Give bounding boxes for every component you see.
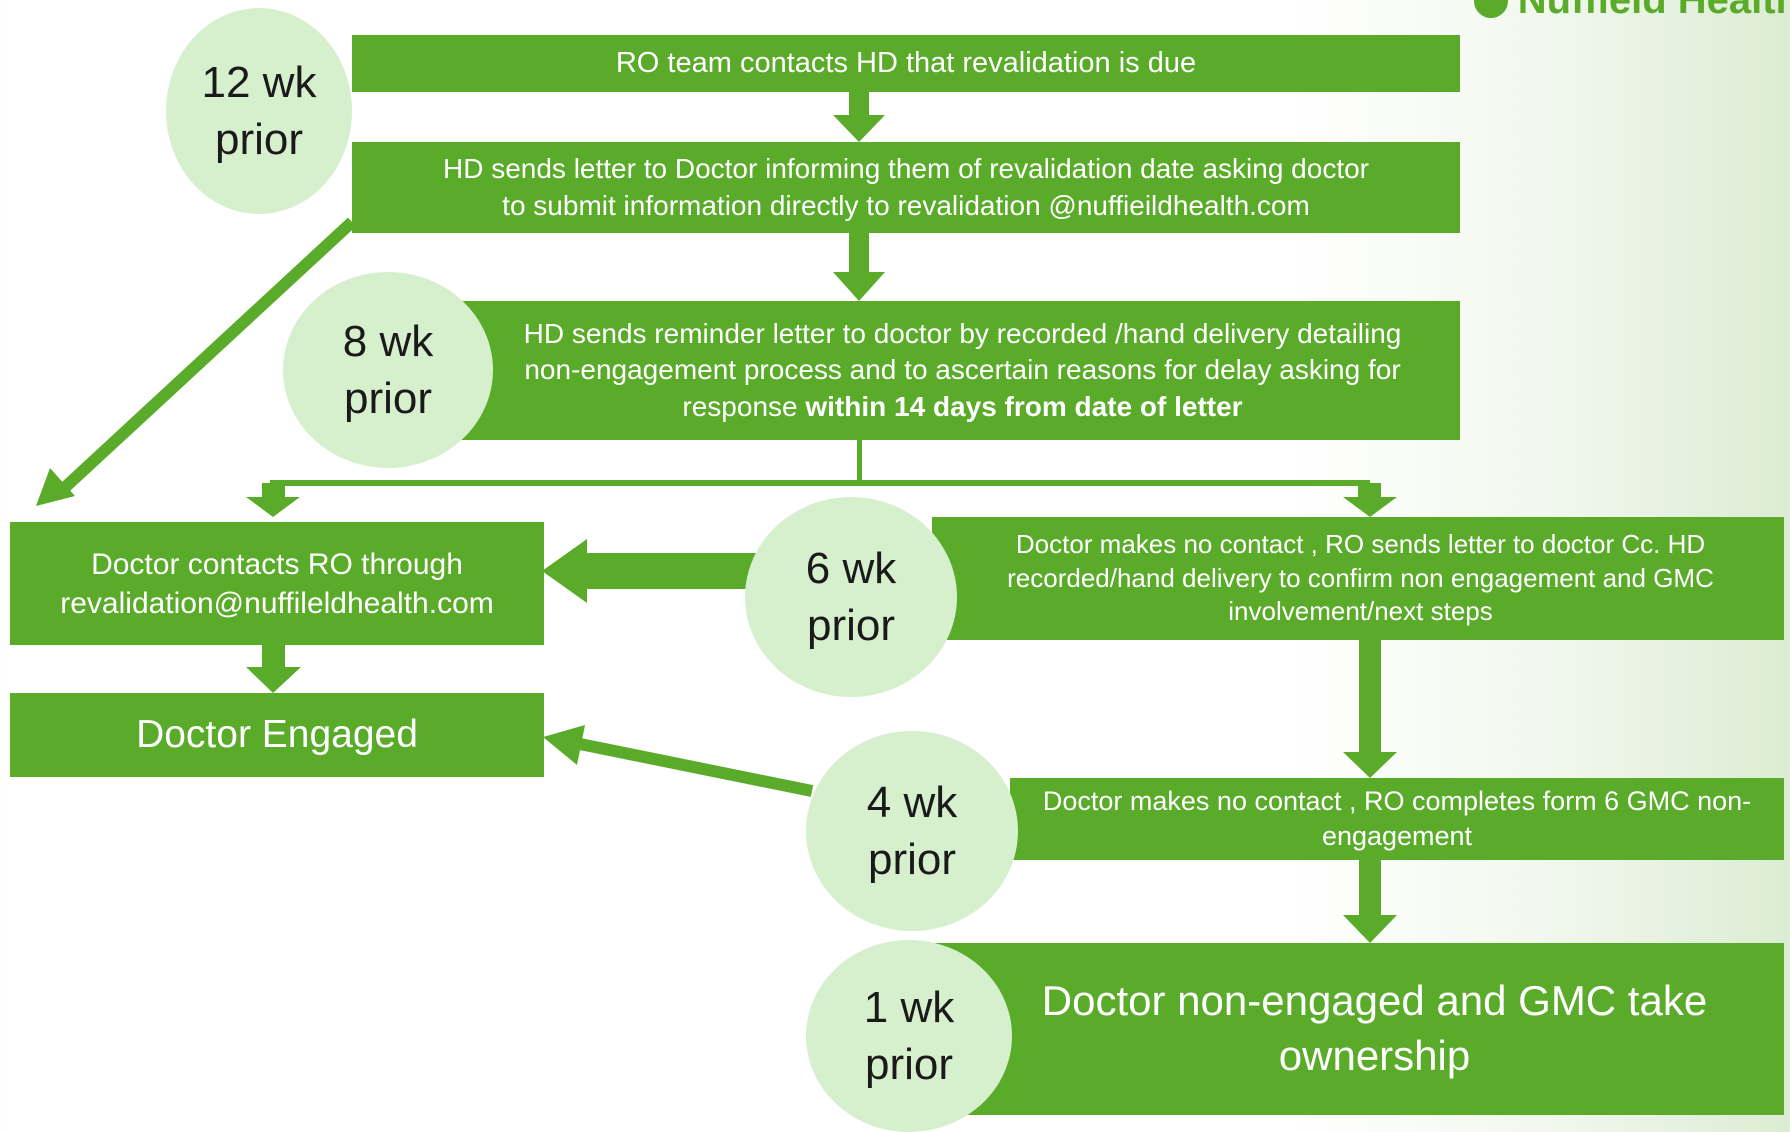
step-doctor-non-engaged: Doctor non-engaged and GMC take ownershi… — [935, 943, 1784, 1115]
branch-bar — [270, 480, 1370, 486]
step-doctor-contacts-ro: Doctor contacts RO through revalidation@… — [10, 522, 544, 645]
arrow-branch-right — [1343, 483, 1397, 517]
step-doctor-contacts-ro-text: Doctor contacts RO through revalidation@… — [60, 547, 494, 620]
timeline-4wk-circle: 4 wk prior — [806, 731, 1018, 931]
step-doctor-engaged-text: Doctor Engaged — [136, 712, 418, 756]
arrow-step1-to-step2 — [833, 92, 885, 142]
arrow-form-to-nonengaged — [1343, 860, 1397, 943]
step-hd-sends-reminder-text: HD sends reminder letter to doctor by re… — [495, 316, 1430, 425]
step-hd-sends-letter-text: HD sends letter to Doctor informing them… — [442, 153, 1369, 221]
timeline-1wk-label: 1 wk prior — [863, 982, 955, 1089]
reminder-text-main: HD sends reminder letter to doctor by re… — [523, 317, 1402, 422]
arrow-12wk-diagonal-head — [36, 468, 75, 506]
step-hd-sends-letter: HD sends letter to Doctor informing them… — [352, 142, 1460, 233]
timeline-12wk-circle: 12 wk prior — [166, 8, 352, 214]
arrow-contacts-to-engaged — [246, 645, 301, 693]
step-ro-completes-form-text: Doctor makes no contact , RO completes f… — [1042, 785, 1752, 851]
step-hd-sends-reminder: HD sends reminder letter to doctor by re… — [455, 301, 1460, 440]
step-ro-contacts-hd-text: RO team contacts HD that revalidation is… — [615, 46, 1197, 79]
arrow-step2-to-step3 — [833, 233, 885, 301]
step-ro-sends-letter: Doctor makes no contact , RO sends lette… — [932, 517, 1784, 640]
arrow-12wk-diagonal — [55, 217, 357, 497]
nuffield-health-logo: Nuffield Health — [1473, 0, 1790, 23]
arrow-4wk-to-engaged-head — [543, 725, 585, 765]
arrow-6wk-to-contacts — [542, 539, 758, 603]
arrow-letter-to-form — [1343, 640, 1397, 778]
arrow-4wk-to-engaged — [578, 738, 814, 797]
branch-stem — [857, 440, 862, 483]
timeline-12wk-label: 12 wk prior — [201, 57, 317, 164]
logo-text: Nuffield Health — [1517, 0, 1790, 22]
step-ro-completes-form: Doctor makes no contact , RO completes f… — [1010, 778, 1784, 860]
timeline-1wk-circle: 1 wk prior — [806, 940, 1012, 1132]
step-ro-sends-letter-text: Doctor makes no contact , RO sends lette… — [1007, 528, 1714, 627]
step-doctor-engaged: Doctor Engaged — [10, 693, 544, 777]
step-ro-contacts-hd: RO team contacts HD that revalidation is… — [352, 35, 1460, 92]
timeline-4wk-label: 4 wk prior — [866, 777, 958, 884]
timeline-6wk-label: 6 wk prior — [805, 543, 897, 650]
timeline-6wk-circle: 6 wk prior — [745, 497, 957, 697]
reminder-deadline: within 14 days from date of letter — [805, 390, 1243, 422]
step-doctor-non-engaged-text: Doctor non-engaged and GMC take ownershi… — [1041, 977, 1708, 1079]
timeline-8wk-circle: 8 wk prior — [283, 272, 493, 468]
nuffield-logo-icon — [1473, 0, 1508, 18]
arrow-branch-left — [246, 483, 300, 517]
timeline-8wk-label: 8 wk prior — [342, 316, 434, 423]
